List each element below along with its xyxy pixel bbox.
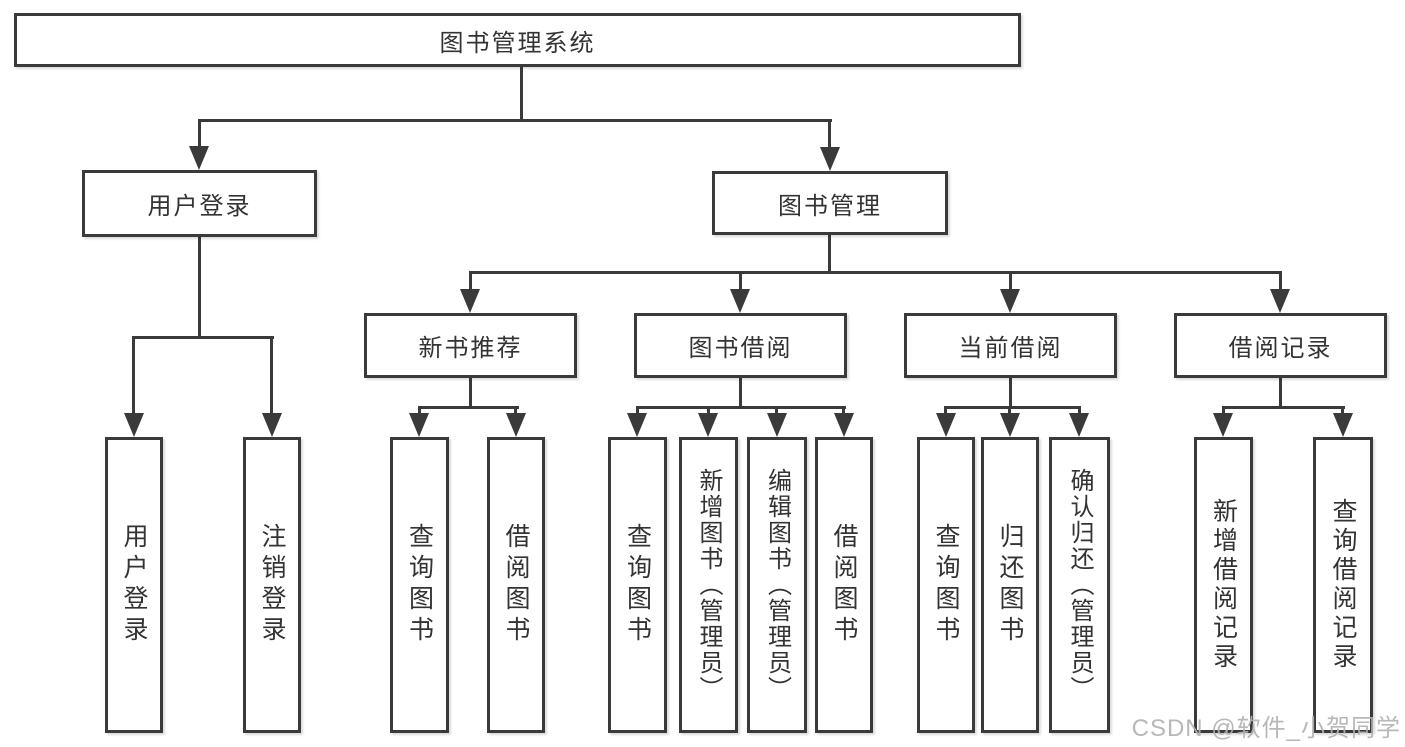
leaf-add-borrow-record: 新增借阅记录 (1194, 437, 1253, 733)
leaf-logout: 注销登录 (243, 437, 301, 733)
leaf-confirm-return: 确认归还（管理员） (1049, 437, 1110, 733)
edge-level1-hline (198, 119, 832, 122)
node-book-management-label: 图书管理 (778, 192, 882, 220)
arrow-down-edit-book (767, 413, 787, 437)
edge-drop-edit-book (775, 406, 778, 418)
edge-drop-borrow-book-1 (514, 406, 517, 418)
leaf-search-book-2-label: 查询图书 (623, 523, 652, 647)
edge-new-book-stem (469, 376, 472, 409)
leaf-search-borrow-record: 查询借阅记录 (1313, 437, 1373, 733)
leaf-borrow-book-2-label: 借阅图书 (830, 523, 858, 647)
leaf-borrow-book-1: 借阅图书 (487, 437, 545, 733)
arrow-down-search-book-3 (936, 413, 956, 437)
arrow-down-return-book (1000, 413, 1020, 437)
edge-drop-new-book (469, 271, 472, 293)
node-book-borrow-label: 图书借阅 (688, 335, 793, 362)
node-root: 图书管理系统 (14, 13, 1021, 67)
leaf-search-book-2: 查询图书 (608, 437, 667, 733)
edge-drop-search-book-3 (944, 406, 947, 418)
leaf-confirm-return-label: 确认归还（管理员） (1066, 468, 1093, 702)
node-borrow-records: 借阅记录 (1174, 313, 1387, 378)
edge-book-mgmt-stem (828, 231, 831, 274)
edge-drop-search-record (1341, 406, 1344, 418)
leaf-logout-label: 注销登录 (258, 523, 286, 647)
arrow-down-search-book-2 (627, 413, 647, 437)
edge-new-book-hline (418, 406, 519, 409)
node-book-management: 图书管理 (712, 171, 948, 235)
edge-drop-return-book (1008, 406, 1011, 418)
edge-user-login-drop (198, 119, 201, 151)
leaf-add-book: 新增图书（管理员） (679, 437, 738, 733)
leaf-search-book-3-label: 查询图书 (932, 523, 960, 647)
arrow-down-borrow-book-2 (834, 413, 854, 437)
arrow-down-search-record (1333, 413, 1353, 437)
edge-drop-confirm-return (1078, 406, 1081, 418)
edge-borrow-records-hline (1222, 406, 1345, 409)
edge-borrow-records-stem (1279, 376, 1282, 409)
edge-current-borrow-hline (944, 406, 1081, 409)
arrow-down-leaf-logout (262, 413, 282, 437)
edge-drop-leaf-logout (270, 336, 273, 418)
leaf-search-book-1: 查询图书 (390, 437, 449, 733)
leaf-edit-book-label: 编辑图书（管理员） (763, 468, 791, 702)
edge-root-stem (520, 65, 523, 122)
edge-current-borrow-stem (1009, 376, 1012, 409)
node-root-label: 图书管理系统 (439, 29, 596, 57)
edge-drop-add-book (707, 406, 710, 418)
arrow-down-add-record (1213, 413, 1233, 437)
arrow-down-leaf-user-login (124, 413, 144, 437)
edge-drop-leaf-user-login (132, 336, 135, 418)
edge-drop-current-borrow (1009, 271, 1012, 293)
leaf-search-borrow-record-label: 查询借阅记录 (1329, 498, 1357, 672)
arrow-down-user-login (189, 146, 209, 170)
leaf-search-book-1-label: 查询图书 (405, 523, 434, 647)
arrow-down-search-book-1 (409, 413, 429, 437)
arrow-down-borrow-book-1 (506, 413, 526, 437)
node-new-book-recommend: 新书推荐 (364, 313, 577, 378)
leaf-user-login: 用户登录 (105, 437, 163, 733)
leaf-edit-book: 编辑图书（管理员） (747, 437, 807, 733)
leaf-borrow-book-2: 借阅图书 (815, 437, 873, 733)
node-book-borrow: 图书借阅 (634, 313, 847, 378)
node-current-borrow-label: 当前借阅 (958, 335, 1063, 362)
edge-drop-borrow-book-2 (842, 406, 845, 418)
arrow-down-borrow-records (1270, 289, 1290, 313)
edge-book-borrow-stem (739, 376, 742, 409)
edge-drop-add-record (1222, 406, 1225, 418)
edge-drop-book-borrow (739, 271, 742, 293)
edge-drop-search-book-2 (636, 406, 639, 418)
leaf-add-book-label: 新增图书（管理员） (695, 468, 722, 702)
node-current-borrow: 当前借阅 (904, 313, 1117, 378)
node-borrow-records-label: 借阅记录 (1228, 335, 1333, 362)
arrow-down-book-mgmt (820, 147, 840, 171)
arrow-down-confirm-return (1069, 413, 1089, 437)
csdn-watermark: CSDN @软件_小贺同学 (1131, 715, 1401, 742)
leaf-return-book: 归还图书 (981, 437, 1039, 733)
edge-drop-borrow-records (1279, 271, 1282, 293)
edge-user-login-hline (132, 336, 274, 339)
leaf-return-book-label: 归还图书 (996, 523, 1024, 647)
leaf-borrow-book-1-label: 借阅图书 (502, 523, 530, 647)
arrow-down-new-book (460, 289, 480, 313)
edge-book-borrow-hline (636, 406, 846, 409)
leaf-add-borrow-record-label: 新增借阅记录 (1209, 498, 1238, 672)
arrow-down-current-borrow (1000, 289, 1020, 313)
node-user-login: 用户登录 (82, 170, 317, 237)
edge-book-mgmt-drop (828, 119, 831, 151)
edge-user-login-stem (198, 235, 201, 339)
node-user-login-label: 用户登录 (147, 193, 252, 220)
arrow-down-book-borrow (730, 289, 750, 313)
edge-drop-search-book-1 (418, 406, 421, 418)
arrow-down-add-book (698, 413, 718, 437)
node-new-book-recommend-label: 新书推荐 (418, 335, 523, 362)
leaf-search-book-3: 查询图书 (917, 437, 975, 733)
edge-level3-hline (469, 271, 1282, 274)
leaf-user-login-label: 用户登录 (120, 523, 148, 647)
